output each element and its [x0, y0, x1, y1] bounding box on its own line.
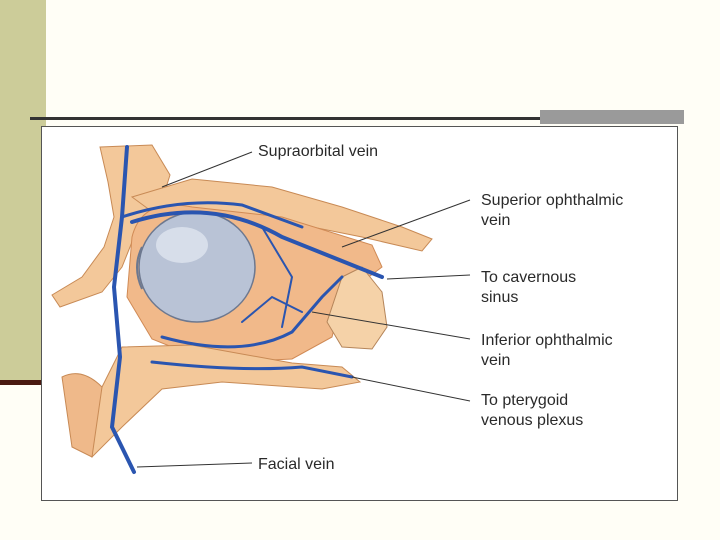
label-inferior-ophthalmic-vein: Inferior ophthalmic vein	[481, 331, 613, 371]
label-line: vein	[481, 211, 623, 231]
label-line: Superior ophthalmic	[481, 191, 623, 211]
leader-facial	[137, 463, 252, 467]
maxilla	[82, 345, 360, 457]
label-line: sinus	[481, 288, 576, 308]
title-rule-accent	[540, 110, 684, 124]
leader-pterygoid	[352, 377, 470, 401]
label-line: vein	[481, 351, 613, 371]
anatomy-illustration	[42, 127, 678, 501]
label-line: To pterygoid	[481, 391, 583, 411]
eyeball-highlight	[156, 227, 208, 263]
label-supraorbital-vein: Supraorbital vein	[258, 142, 378, 162]
label-line: venous plexus	[481, 411, 583, 431]
label-facial-vein: Facial vein	[258, 455, 334, 475]
label-to-cavernous-sinus: To cavernous sinus	[481, 268, 576, 308]
label-superior-ophthalmic-vein: Superior ophthalmic vein	[481, 191, 623, 231]
leader-cavernous	[387, 275, 470, 279]
orbit-veins-figure: Supraorbital vein Superior ophthalmic ve…	[41, 126, 678, 501]
label-line: Inferior ophthalmic	[481, 331, 613, 351]
side-band-edge	[0, 380, 46, 385]
label-to-pterygoid-plexus: To pterygoid venous plexus	[481, 391, 583, 431]
label-line: To cavernous	[481, 268, 576, 288]
eyeball	[139, 212, 255, 322]
side-accent-band	[0, 0, 46, 383]
